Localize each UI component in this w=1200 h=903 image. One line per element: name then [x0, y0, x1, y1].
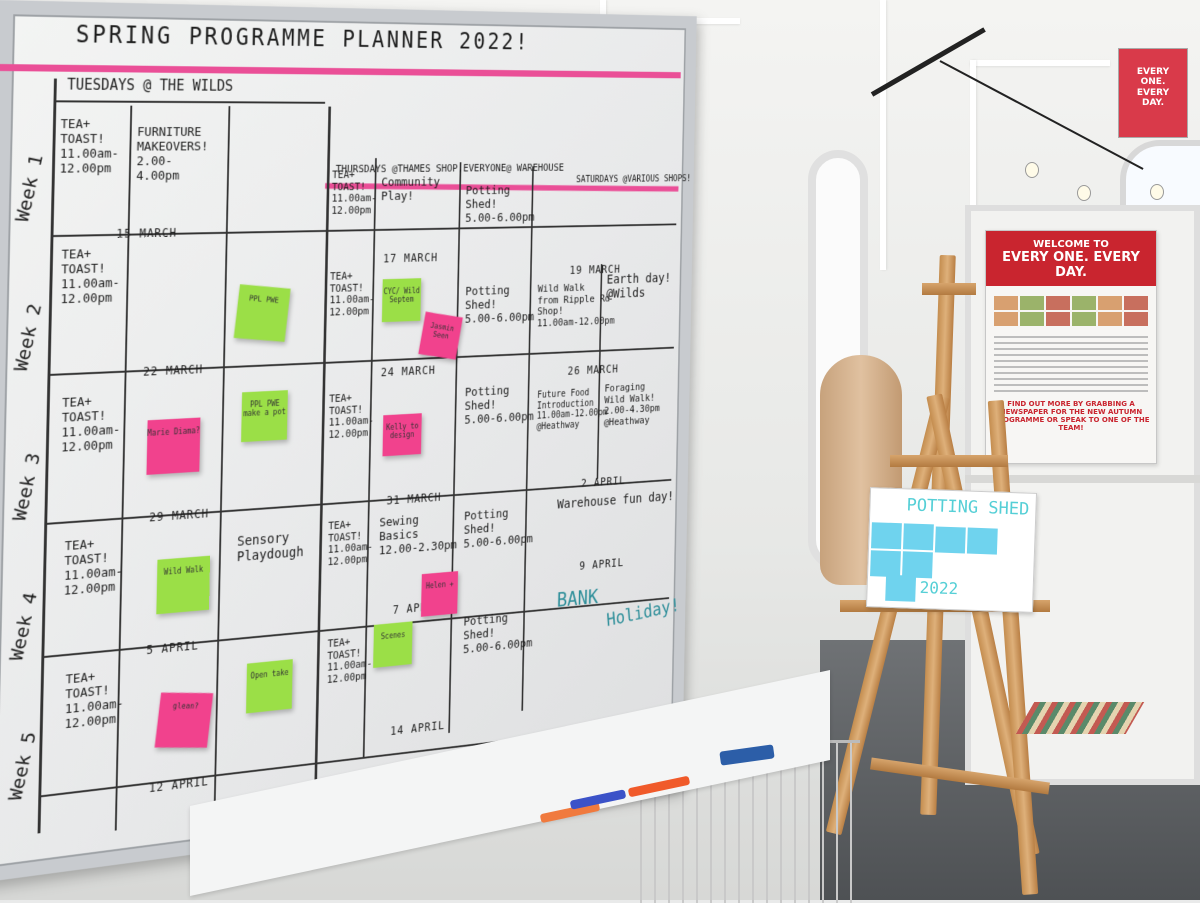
pink-sticky-note: Kelly to design	[382, 413, 422, 457]
poster-footer: FIND OUT MORE BY GRABBING A NEWSPAPER FO…	[992, 400, 1150, 432]
green-sticky-note: CYC/ Wild Septem	[381, 278, 422, 323]
wild-walk-entry: Wild Walk from Ripple Rd Shop! 11.00am-1…	[536, 281, 615, 330]
foraging-entry: Foraging Wild Walk! 2.00-4.30pm @Heathwa…	[603, 380, 660, 429]
potting-shed-entry: Potting Shed! 5.00-6.00pm	[465, 183, 535, 226]
poster-photo-grid	[994, 296, 1148, 326]
small-red-poster: EVERY ONE. EVERY DAY.	[1118, 48, 1188, 138]
potting-shed-entry: Potting Shed! 5.00-6.00pm	[464, 383, 534, 428]
green-sticky-note: PPL PWE make a pot	[241, 390, 288, 443]
pink-sticky-note: glean?	[154, 692, 214, 748]
welcome-poster: WELCOME TO EVERY ONE. EVERY DAY. FIND OU…	[985, 230, 1157, 464]
bank-holiday-text: BANK	[556, 585, 599, 613]
green-sticky-note: Open take	[245, 659, 293, 714]
poster-header: WELCOME TO EVERY ONE. EVERY DAY.	[986, 231, 1156, 286]
green-sticky-note: PPL PWE	[233, 284, 291, 342]
date-label: 24 MARCH	[380, 363, 436, 380]
tea-toast-entry: TEA+ TOAST! 11.00am- 12.00pm	[64, 669, 124, 733]
sensory-entry: Sensory Playdough	[236, 530, 304, 566]
future-food-entry: Future Food Introduction 11.00am-12.00pm…	[536, 388, 608, 432]
potting-shed-board: POTTING SHED 2022	[865, 487, 1038, 613]
potting-shed-year: 2022	[919, 577, 959, 599]
light-bulb	[1025, 162, 1039, 178]
pink-sticky-note: Marie Diama?	[146, 417, 201, 475]
rolled-rug	[1015, 702, 1145, 734]
date-label: 17 MARCH	[383, 250, 439, 266]
tea-toast-entry: TEA+ TOAST! 11.00am- 12.00pm	[327, 518, 374, 569]
tea-toast-entry: TEA+ TOAST! 11.00am- 12.00pm	[61, 394, 121, 456]
tuesdays-heading: TUESDAYS @ THE WILDS	[66, 75, 234, 95]
tea-toast-entry: TEA+ TOAST! 11.00am- 12.00pm	[329, 269, 375, 319]
tea-toast-entry: TEA+ TOAST! 11.00am- 12.00pm	[328, 391, 375, 441]
easel-crossbar	[890, 455, 1008, 467]
poster-heading-welcome: WELCOME TO	[1033, 239, 1109, 250]
date-label: 15 MARCH	[116, 225, 178, 241]
poster-heading-brand: EVERY ONE. EVERY DAY.	[1002, 250, 1140, 280]
date-label: 22 MARCH	[142, 362, 204, 379]
blue-sticky-note	[902, 551, 933, 579]
potting-shed-entry: Potting Shed! 5.00-6.00pm	[462, 611, 533, 657]
potting-shed-title: POTTING SHED	[906, 495, 1030, 520]
tea-toast-entry: TEA+ TOAST! 11.00am- 12.00pm	[63, 537, 123, 599]
blue-sticky-note	[966, 527, 998, 555]
blue-sticky-note	[870, 550, 901, 578]
community-play-entry: Community Play!	[380, 175, 441, 204]
light-bulb	[1150, 184, 1164, 200]
poster-body-text	[994, 336, 1148, 396]
green-sticky-note: Wild Walk	[156, 555, 211, 615]
date-label: 19 MARCH	[569, 262, 621, 277]
potting-shed-entry: Potting Shed! 5.00-6.00pm	[463, 506, 533, 552]
wall-pipe	[970, 60, 1110, 66]
tea-toast-entry: TEA+ TOAST! 11.00am- 12.00pm	[60, 247, 120, 307]
easel-top-clamp	[922, 283, 976, 295]
wall-pipe	[970, 60, 976, 210]
tea-toast-entry: TEA+ TOAST! 11.00am- 12.00pm	[59, 117, 119, 177]
furniture-entry: FURNITURE MAKEOVERS! 2.00- 4.00pm	[136, 125, 209, 184]
pink-sticky-note: Jasmin Seen	[418, 311, 463, 360]
blue-sticky-note	[902, 523, 934, 551]
blue-sticky-note	[934, 526, 966, 554]
light-bulb	[1077, 185, 1091, 201]
green-sticky-note: Scenes	[373, 621, 413, 668]
date-label: 26 MARCH	[567, 362, 619, 378]
tea-toast-entry: TEA+ TOAST! 11.00am- 12.00pm	[326, 635, 373, 686]
saturdays-heading: SATURDAYS @VARIOUS SHOPS!	[576, 174, 692, 185]
shelf-divider	[965, 475, 1200, 483]
potting-shed-entry: Potting Shed! 5.00-6.00pm	[464, 283, 535, 327]
pink-sticky-note: Helen +	[420, 571, 459, 617]
tea-toast-entry: TEA+ TOAST! 11.00am- 12.00pm	[331, 168, 377, 217]
blue-sticky-note	[885, 574, 917, 602]
blue-sticky-note	[871, 522, 902, 550]
wall-pipe	[880, 0, 886, 270]
sewing-entry: Sewing Basics 12.00-2.30pm	[378, 513, 458, 559]
